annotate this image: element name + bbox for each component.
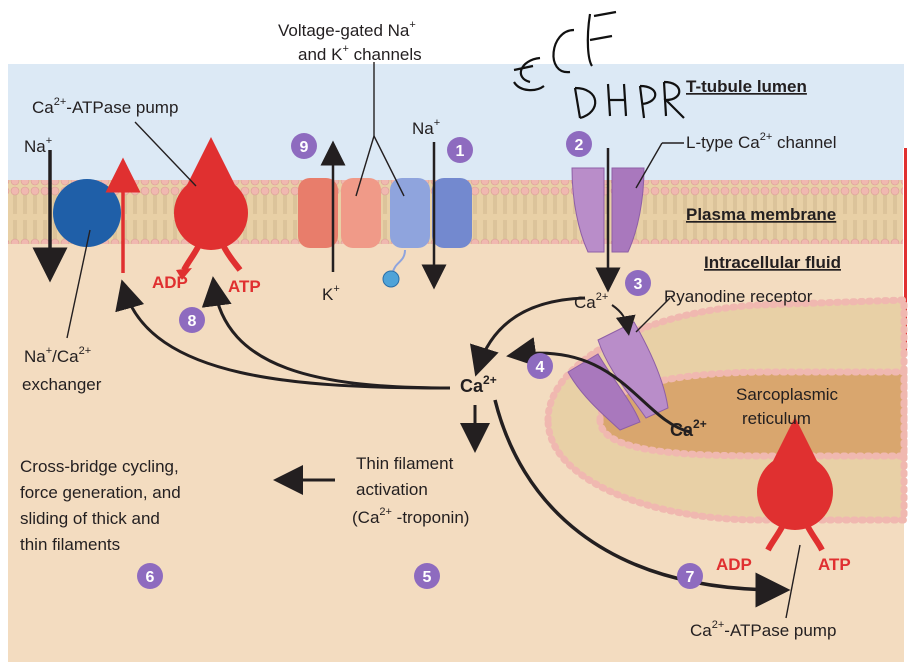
adp-label-membrane: ADP xyxy=(152,273,188,292)
ca-to-ryanodine-arrow xyxy=(611,304,636,336)
step-4: 4 xyxy=(527,353,553,379)
ca-atpase-pump-sr xyxy=(757,417,833,552)
thin-filament-label-2: activation xyxy=(356,480,428,499)
step-6: 6 xyxy=(137,563,163,589)
ryanodine-receptor xyxy=(567,321,669,431)
atp-label-sr: ATP xyxy=(818,555,851,574)
ca-label-cytosol: Ca2+ xyxy=(460,373,497,396)
ca-to-cytosol-arrow xyxy=(470,296,586,377)
k-label: K+ xyxy=(322,283,340,304)
intracellular-fluid-label: Intracellular fluid xyxy=(704,253,841,272)
thin-filament-label-3: (Ca2+ -troponin) xyxy=(352,506,469,527)
ryanodine-receptor-label: Ryanodine receptor xyxy=(664,287,813,306)
crossbridge-label-1: Cross-bridge cycling, xyxy=(20,457,179,476)
l-type-ca-channel xyxy=(571,167,645,253)
ca-to-pump-arrow xyxy=(201,276,451,390)
ca-atpase-pump-membrane xyxy=(174,137,248,280)
plasma-membrane-label: Plasma membrane xyxy=(686,205,836,224)
ca-label-entry: Ca2+ xyxy=(574,291,608,312)
step-2: 2 xyxy=(566,131,592,157)
l-type-channel-label: L-type Ca2+ channel xyxy=(686,131,837,152)
svg-text:6: 6 xyxy=(146,569,155,586)
svg-text:8: 8 xyxy=(188,313,197,330)
crossbridge-label-2: force generation, and xyxy=(20,483,181,502)
ca-release-arrow xyxy=(506,337,691,434)
step-1: 1 xyxy=(447,137,473,163)
crossbridge-label-4: thin filaments xyxy=(20,535,120,554)
na-label-left: Na+ xyxy=(24,135,52,156)
crossbridge-label-3: sliding of thick and xyxy=(20,509,160,528)
na-ca-exchanger xyxy=(53,179,121,247)
adp-label-sr: ADP xyxy=(716,555,752,574)
svg-text:5: 5 xyxy=(423,569,432,586)
step-9: 9 xyxy=(291,133,317,159)
exchanger-label-line2: exchanger xyxy=(22,375,102,394)
ca-atpase-pump-label-top: Ca2+-ATPase pump xyxy=(32,96,178,117)
extracellular-fluid-region xyxy=(8,64,904,184)
svg-text:9: 9 xyxy=(300,139,309,156)
step-7: 7 xyxy=(677,563,703,589)
handwritten-annotation xyxy=(513,10,685,120)
na-channel xyxy=(382,178,472,288)
na-label-channel: Na+ xyxy=(412,117,440,138)
atp-label-membrane: ATP xyxy=(228,277,261,296)
svg-text:4: 4 xyxy=(536,359,545,376)
thin-filament-label-1: Thin filament xyxy=(356,454,454,473)
step-8: 8 xyxy=(179,307,205,333)
sarcoplasmic-label: Sarcoplasmic xyxy=(736,385,839,404)
t-tubule-lumen-label: T-tubule lumen xyxy=(686,77,807,96)
step-5: 5 xyxy=(414,563,440,589)
svg-text:7: 7 xyxy=(686,569,695,586)
reticulum-label: reticulum xyxy=(742,409,811,428)
svg-text:1: 1 xyxy=(456,143,465,160)
svg-text:3: 3 xyxy=(634,276,643,293)
ca-atpase-pump-label-bottom: Ca2+-ATPase pump xyxy=(690,619,836,640)
k-channel xyxy=(298,178,381,248)
voltage-gated-label-line1: Voltage-gated Na+ xyxy=(278,19,416,40)
ca-to-sr-pump-arrow xyxy=(493,399,791,608)
edge-marker xyxy=(904,148,907,356)
ca-label-sr: Ca2+ xyxy=(670,417,707,440)
svg-text:2: 2 xyxy=(575,137,584,154)
voltage-gated-label-line2: and K+ channels xyxy=(298,43,422,64)
step-3: 3 xyxy=(625,270,651,296)
exchanger-label-line1: Na+/Ca2+ xyxy=(24,345,91,366)
